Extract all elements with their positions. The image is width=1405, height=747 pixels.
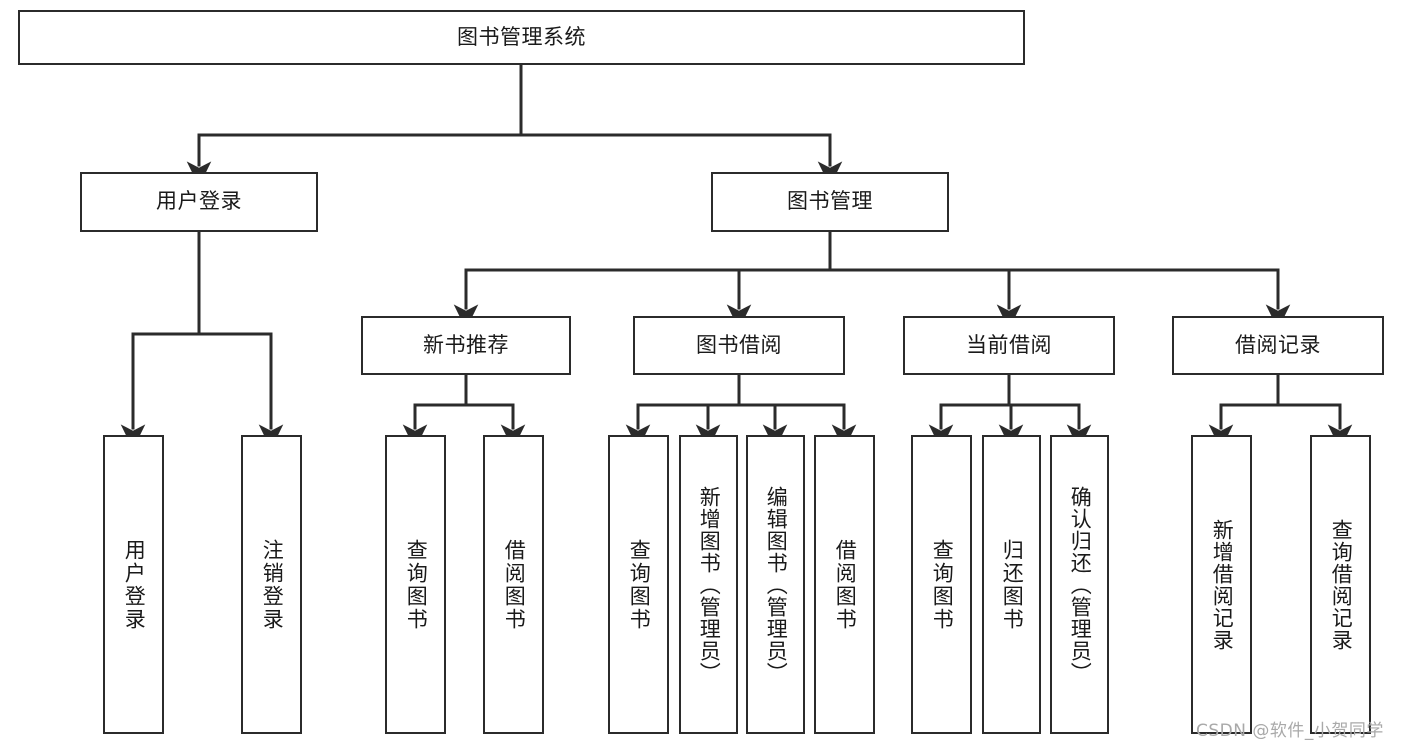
leaf-return-book[interactable]: 归还图书 [982, 435, 1041, 734]
leaf-edit-book[interactable]: 编辑图书（管理员） [746, 435, 805, 734]
node-current-borrowing[interactable]: 当前借阅 [903, 316, 1115, 375]
node-root-system[interactable]: 图书管理系统 [18, 10, 1025, 65]
leaf-borrow-book-2[interactable]: 借阅图书 [814, 435, 875, 734]
leaf-confirm-return-label: 确认归还（管理员） [1068, 485, 1093, 684]
leaf-query-borrow-record-label: 查询借阅记录 [1329, 518, 1354, 651]
leaf-add-borrow-record-label: 新增借阅记录 [1210, 518, 1235, 651]
leaf-borrow-book-1[interactable]: 借阅图书 [483, 435, 544, 734]
leaf-logout-login-label: 注销登录 [260, 538, 285, 631]
node-new-book-recommendation[interactable]: 新书推荐 [361, 316, 571, 375]
leaf-borrow-book-2-label: 借阅图书 [833, 538, 858, 631]
leaf-user-login[interactable]: 用户登录 [103, 435, 164, 734]
leaf-query-book-2-label: 查询图书 [627, 538, 652, 631]
leaf-query-book-3-label: 查询图书 [930, 538, 955, 631]
leaf-return-book-label: 归还图书 [1000, 538, 1025, 631]
leaf-confirm-return[interactable]: 确认归还（管理员） [1050, 435, 1109, 734]
leaf-add-borrow-record[interactable]: 新增借阅记录 [1191, 435, 1252, 734]
node-book-management[interactable]: 图书管理 [711, 172, 949, 232]
leaf-query-book-3[interactable]: 查询图书 [911, 435, 972, 734]
leaf-add-book-label: 新增图书（管理员） [697, 485, 722, 684]
leaf-query-borrow-record[interactable]: 查询借阅记录 [1310, 435, 1371, 734]
leaf-query-book-1-label: 查询图书 [404, 538, 429, 631]
leaf-add-book[interactable]: 新增图书（管理员） [679, 435, 738, 734]
node-user-login[interactable]: 用户登录 [80, 172, 318, 232]
leaf-user-login-label: 用户登录 [122, 538, 147, 631]
leaf-logout-login[interactable]: 注销登录 [241, 435, 302, 734]
node-borrowing-record[interactable]: 借阅记录 [1172, 316, 1384, 375]
leaf-borrow-book-1-label: 借阅图书 [502, 538, 527, 631]
csdn-watermark: CSDN @软件_小贺同学 [1196, 721, 1384, 741]
leaf-query-book-2[interactable]: 查询图书 [608, 435, 669, 734]
leaf-edit-book-label: 编辑图书（管理员） [764, 485, 789, 684]
node-book-borrowing[interactable]: 图书借阅 [633, 316, 845, 375]
leaf-query-book-1[interactable]: 查询图书 [385, 435, 446, 734]
